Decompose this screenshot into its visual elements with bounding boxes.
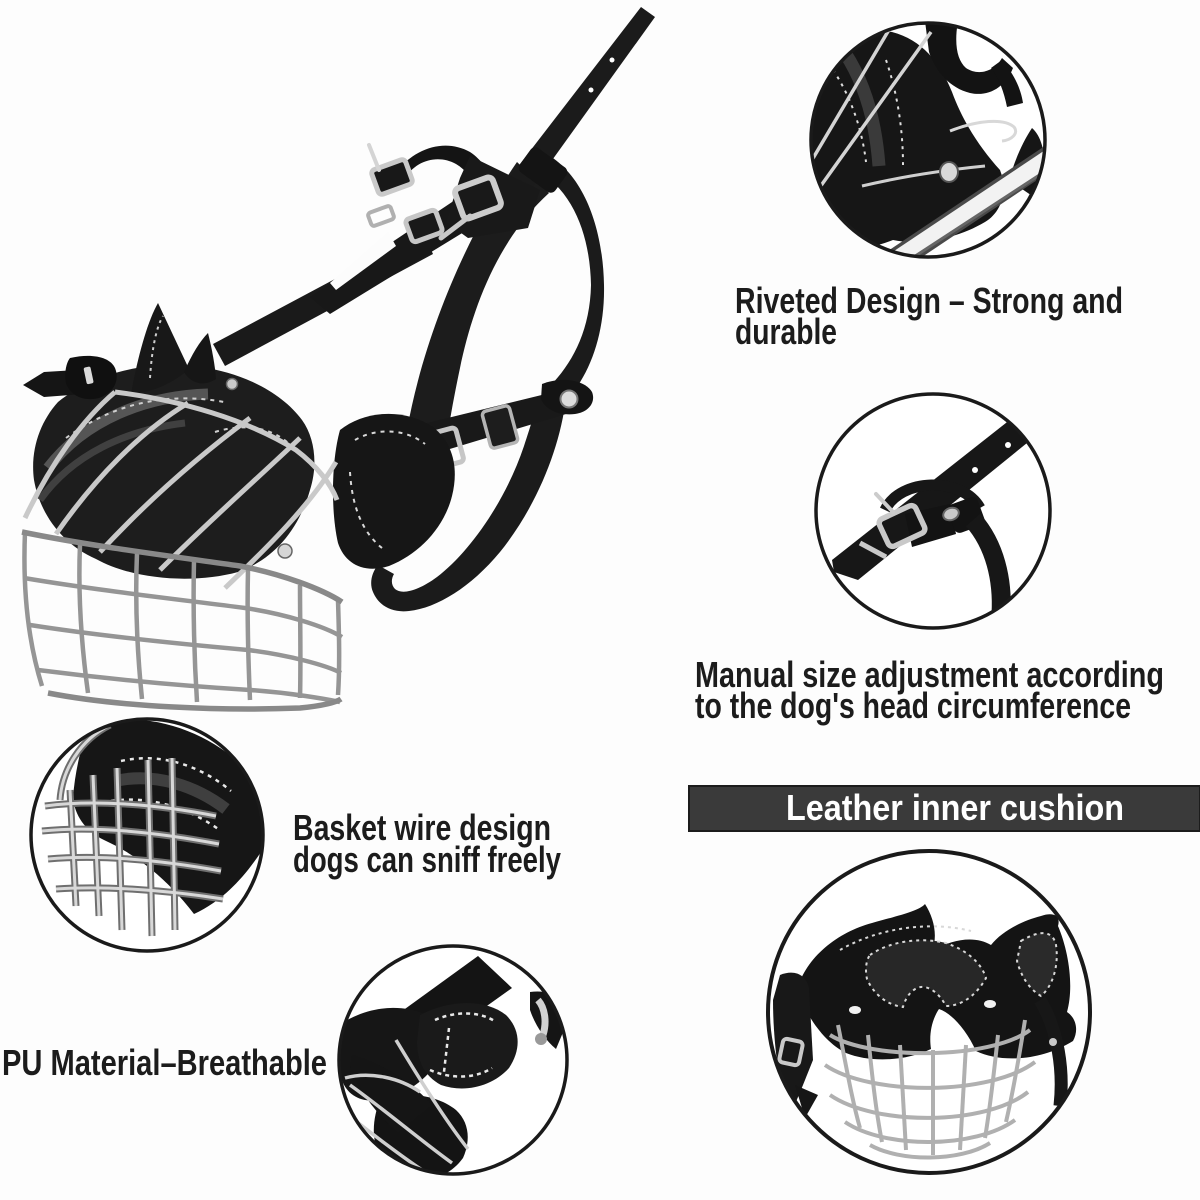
svg-text:Basket wire design: Basket wire design: [293, 807, 551, 848]
svg-text:to the dog's head circumferenc: to the dog's head circumference: [695, 685, 1131, 726]
svg-text:PU Material–Breathable: PU Material–Breathable: [2, 1042, 327, 1083]
svg-text:dogs can sniff freely: dogs can sniff freely: [293, 839, 562, 880]
svg-text:Leather inner cushion: Leather inner cushion: [786, 787, 1124, 828]
svg-text:Riveted Design – Strong and: Riveted Design – Strong and: [735, 280, 1123, 321]
svg-text:Manual size adjustment accordi: Manual size adjustment according: [695, 654, 1164, 695]
svg-text:durable: durable: [735, 311, 837, 352]
